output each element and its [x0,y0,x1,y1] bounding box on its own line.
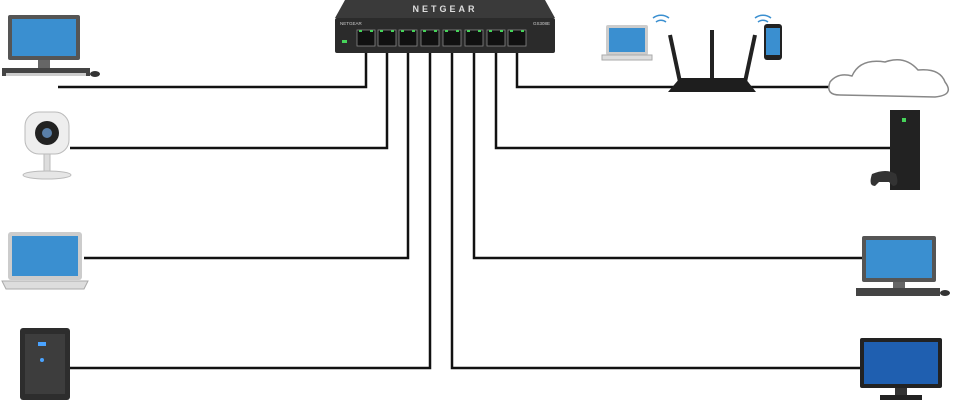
monitor [860,338,942,400]
switch-port-4 [420,29,440,47]
port-led [434,30,437,32]
switch-port-1 [356,29,376,47]
switch-port-2 [377,29,397,47]
desktop-computer-right [856,236,950,296]
gamepad-icon [870,171,898,186]
cable-port-6 [472,48,862,260]
cable-port-3 [84,48,410,260]
laptop-left [1,232,89,290]
cable-port-5 [450,48,862,370]
nas-storage [20,328,70,400]
wifi-icon [652,14,670,23]
port-led [445,30,448,32]
desktop-computer-left [2,15,100,77]
port-led [478,30,481,32]
port-led [456,30,459,32]
cable-port-7 [494,48,890,150]
switch-port-6 [464,29,484,47]
port-led [423,30,426,32]
switch-port-8 [507,29,527,47]
switch-port-7 [486,29,506,47]
cloud [828,59,950,98]
port-led [467,30,470,32]
cable-port-8 [515,48,680,89]
wifi-icon [754,14,772,23]
port-led [510,30,513,32]
cable-port-1 [58,48,368,89]
switch-model: GS308E [533,21,550,26]
port-led [412,30,415,32]
game-console-pc [870,110,920,190]
port-led [391,30,394,32]
port-led [359,30,362,32]
switch-brand-front: NETGEAR [340,21,363,26]
port-led [500,30,503,32]
switch-port-3 [398,29,418,47]
laptop-top [601,14,670,61]
smartphone [754,14,782,60]
router [668,30,757,92]
switch-brand-top: NETGEAR [412,4,477,14]
cable-port-4 [70,48,432,370]
switch-port-5 [442,29,462,47]
port-led [489,30,492,32]
port-led [370,30,373,32]
port-led [380,30,383,32]
network-switch: NETGEAR NETGEAR GS308E [335,0,555,53]
security-camera [22,111,72,180]
cables [58,48,890,370]
port-led [521,30,524,32]
cable-port-2 [70,48,389,150]
port-led [401,30,404,32]
